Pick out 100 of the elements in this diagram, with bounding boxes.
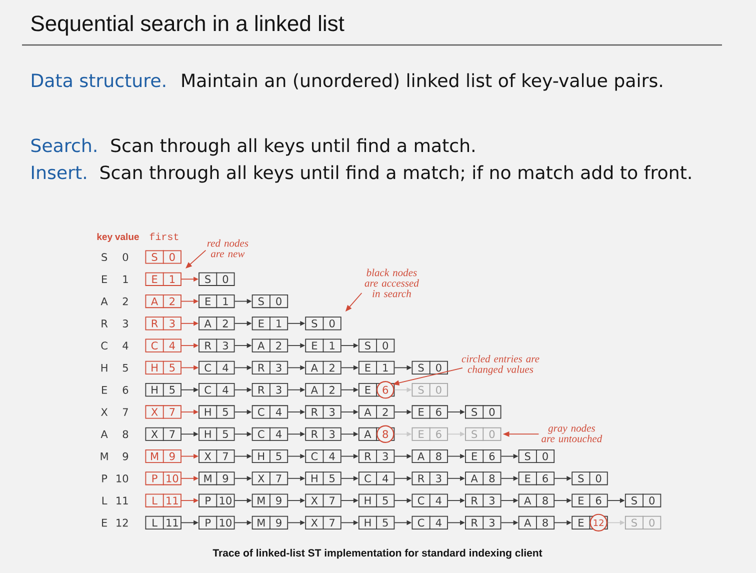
- list-node: X 7: [305, 493, 342, 508]
- list-node: P 10: [198, 515, 235, 530]
- key-label: H: [101, 364, 108, 372]
- column-header: value: [115, 233, 139, 240]
- list-node: C 4: [198, 360, 235, 375]
- description-text: Maintain an (unordered) linked list of key-value pairs.: [182, 73, 662, 91]
- list-node: A 2: [198, 316, 235, 331]
- list-node: X 7: [252, 471, 288, 486]
- definition-term: Data structure.: [32, 74, 166, 88]
- list-node: S 0: [465, 404, 502, 420]
- list-node: R 3: [252, 382, 288, 398]
- list-node: S 0: [198, 272, 235, 286]
- list-node: H 5: [358, 515, 395, 530]
- list-node: A 8: [518, 515, 555, 530]
- list-node: E 1: [252, 316, 288, 331]
- list-node: M 9: [252, 515, 288, 530]
- caption: Trace of linked-list ST implementation for standard indexing client: [212, 548, 542, 559]
- list-node: H 5: [198, 404, 235, 420]
- list-node: M 9: [145, 449, 182, 464]
- description-text: Scan through all keys until find a match.: [111, 138, 474, 156]
- list-node: L 11: [145, 493, 182, 508]
- value-label: 8: [122, 430, 128, 438]
- list-node: E 1: [358, 360, 395, 375]
- list-node: A 8: [465, 471, 502, 486]
- key-label: R: [102, 320, 108, 328]
- list-node: C 4: [412, 493, 448, 508]
- key-label: L: [102, 496, 108, 504]
- list-node: M 9: [252, 493, 288, 508]
- list-node: S 0: [412, 382, 448, 398]
- list-node: E 1: [305, 338, 342, 353]
- list-node: E 6: [518, 471, 555, 486]
- list-node: H 5: [252, 449, 288, 464]
- list-node: E 6: [412, 404, 448, 420]
- list-node: M 9: [198, 471, 235, 486]
- list-node: H 5: [358, 493, 395, 508]
- list-node: H 5: [198, 426, 235, 442]
- key-label: E: [102, 518, 107, 527]
- list-node: A 2: [358, 404, 395, 420]
- list-node: C 4: [198, 382, 235, 398]
- key-label: E: [102, 275, 107, 284]
- list-node: X 7: [145, 404, 182, 420]
- list-node: R 3: [305, 426, 342, 442]
- list-node: X 7: [198, 449, 235, 464]
- list-node: C 4: [252, 404, 288, 420]
- list-node: S 0: [465, 426, 502, 442]
- value-label: 7: [123, 408, 128, 416]
- key-label: A: [100, 298, 108, 306]
- list-node: S 0: [518, 449, 555, 464]
- leader-arrow: [186, 250, 206, 268]
- annotation-text: black nodes are accessed in search: [364, 268, 419, 298]
- list-node: E 6: [412, 426, 448, 442]
- list-node: C 4: [358, 471, 395, 486]
- list-node: L 11: [145, 515, 182, 530]
- value-label: 10: [116, 474, 128, 482]
- list-node: E 6: [465, 449, 502, 464]
- definition-term: Insert.: [32, 166, 86, 180]
- list-node: E 1: [145, 272, 182, 286]
- list-node: C 4: [305, 449, 342, 464]
- list-node: X 7: [305, 515, 342, 530]
- value-label: 5: [122, 364, 128, 372]
- value-label: 0: [122, 253, 128, 262]
- list-node: S 0: [624, 515, 662, 530]
- list-node: C 4: [145, 338, 182, 353]
- list-node: C 4: [412, 515, 448, 530]
- key-label: S: [102, 253, 108, 262]
- value-label: 3: [122, 320, 128, 328]
- key-label: M: [100, 452, 108, 460]
- column-header: first: [150, 232, 178, 240]
- list-node: S 0: [145, 250, 182, 264]
- list-node: E 6: [572, 493, 608, 508]
- list-node: S 0: [572, 471, 608, 486]
- list-node: R 3: [198, 338, 235, 353]
- list-node: A 2: [305, 382, 342, 398]
- list-node: H 5: [305, 471, 342, 486]
- list-node: P 10: [145, 471, 182, 486]
- key-label: P: [102, 474, 108, 482]
- list-node: A 2: [305, 360, 342, 375]
- key-label: A: [100, 430, 108, 438]
- list-node: R 3: [145, 316, 182, 331]
- list-node: A 2: [252, 338, 288, 353]
- definition-term: Search.: [31, 138, 96, 152]
- list-node: X 7: [145, 426, 182, 442]
- value-label: 11: [116, 496, 128, 504]
- list-node: S 0: [412, 360, 448, 375]
- list-node: R 3: [412, 471, 448, 486]
- list-node: S 0: [252, 294, 288, 309]
- value-label: 2: [122, 297, 128, 306]
- list-node: P 10: [198, 493, 235, 508]
- list-node: C 4: [252, 426, 288, 442]
- key-label: C: [101, 342, 108, 350]
- description-text: Scan through all keys until find a match; if no match add to front.: [100, 165, 691, 183]
- annotation-text: gray nodes are untouched: [542, 424, 602, 442]
- annotation-text: red nodes are new: [207, 239, 248, 258]
- list-node: S 0: [358, 338, 395, 353]
- list-node: R 3: [358, 449, 395, 464]
- key-label: E: [102, 386, 107, 394]
- list-node: S 0: [624, 493, 662, 508]
- list-node: R 3: [465, 515, 502, 530]
- list-node: A 8: [412, 449, 448, 464]
- list-node: R 3: [465, 493, 502, 508]
